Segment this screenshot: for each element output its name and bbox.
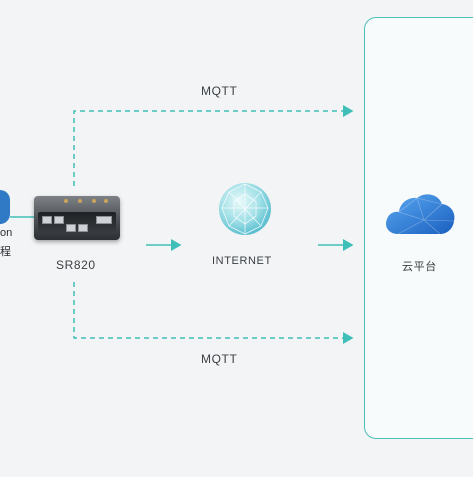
top-mqtt-path: [73, 105, 354, 186]
device-icon: [0, 190, 10, 224]
device-label-line1: on: [0, 227, 13, 239]
globe-icon: [219, 183, 271, 235]
router-device: [34, 196, 120, 240]
bottom-mqtt-label: MQTT: [201, 352, 238, 366]
cloud-label: 云平台: [402, 261, 437, 273]
device-label-line2: 程: [0, 246, 11, 258]
cloud-icon: [386, 194, 455, 235]
bottom-mqtt-path: [73, 282, 354, 344]
top-mqtt-label: MQTT: [201, 84, 238, 98]
internet-label: INTERNET: [212, 255, 272, 267]
router-label: SR820: [56, 258, 96, 272]
